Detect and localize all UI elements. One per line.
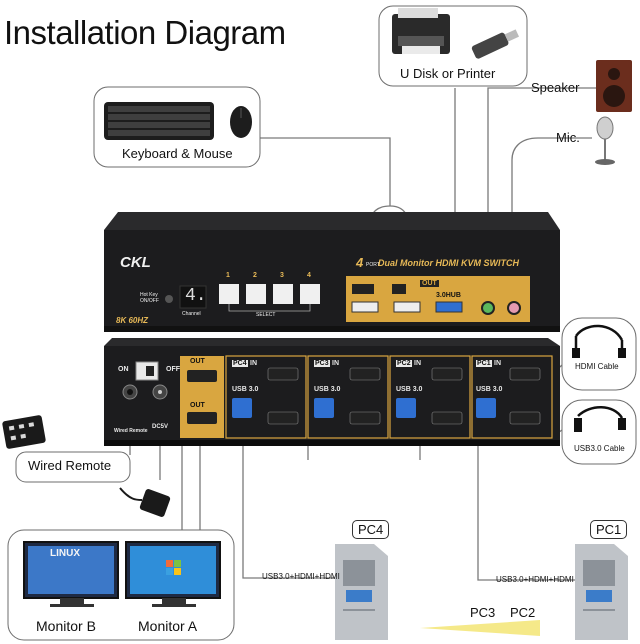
monitor-b-screen-text: LINUX: [50, 548, 80, 559]
wired-remote-label: Wired Remote: [28, 458, 112, 473]
monitor-a-label: Monitor A: [138, 618, 198, 634]
pc3-label: PC3: [470, 605, 496, 620]
usb-stick-icon: [471, 29, 520, 59]
keyboard-icon: [104, 102, 214, 140]
pc1-label: PC1: [590, 520, 628, 539]
group-pc3-in: IN: [332, 360, 339, 367]
group-pc4-usb: USB 3.0: [232, 386, 259, 393]
monitor-a-icon: [125, 541, 221, 607]
direction-arrow-icon: [420, 620, 540, 636]
printer-label: U Disk or Printer: [400, 66, 496, 81]
group-pc1-name: PC1: [476, 360, 492, 367]
group-pc4-name: PC4: [232, 360, 248, 367]
pc4-link-label: USB3.0+HDMI+HDMI: [262, 572, 340, 581]
speaker-cable: [487, 87, 596, 240]
select-2[interactable]: 2: [253, 272, 257, 279]
group-pc2-name: PC2: [396, 360, 412, 367]
pc2-label: PC2: [510, 605, 536, 620]
pc1-tower-icon: [575, 544, 628, 640]
mic-cable: [511, 137, 592, 240]
group-pc1-usb: USB 3.0: [476, 386, 503, 393]
pc4-link: [242, 440, 335, 579]
group-pc3-usb: USB 3.0: [314, 386, 341, 393]
pc1-link-label: USB3.0+HDMI+HDMI: [496, 575, 574, 584]
power-adapter-icon: [119, 487, 171, 517]
page-title: Installation Diagram: [4, 14, 286, 51]
dc-label: DC5V: [152, 424, 169, 430]
brand-logo: CKL: [120, 254, 151, 271]
wired-remote-port-label: Wired Remote: [114, 428, 148, 434]
pc1-link: [477, 440, 575, 581]
group-pc3-name: PC3: [314, 360, 330, 367]
keyboard-mouse-label: Keyboard & Mouse: [122, 146, 233, 161]
out-a-label: OUT: [190, 402, 205, 409]
group-pc2-in: IN: [414, 360, 421, 367]
mouse-icon: [230, 106, 252, 138]
select-1[interactable]: 1: [226, 272, 230, 279]
select-4[interactable]: 4: [307, 272, 311, 279]
pc4-label: PC4: [352, 520, 390, 539]
select-label: SELECT: [256, 312, 276, 318]
usb-cable-icon: [577, 406, 624, 419]
hdmi-cable-label: HDMI Cable: [575, 362, 619, 371]
group-pc1-in: IN: [494, 360, 501, 367]
cable-lines: [129, 87, 596, 581]
group-pc4-in: IN: [250, 360, 257, 367]
pc4-tower-icon: [335, 544, 388, 640]
mic-icon: [595, 116, 615, 165]
on-label: ON: [118, 366, 129, 373]
usb-cable-label: USB3.0 Cable: [574, 444, 625, 453]
group-pc2-usb: USB 3.0: [396, 386, 423, 393]
hub-label: 3.0HUB: [436, 292, 461, 299]
kvm-front-unit: [104, 212, 560, 332]
out-b-label: OUT: [190, 358, 205, 365]
wired-remote-icon: [2, 415, 46, 449]
keyboard-cable: [260, 137, 391, 206]
resolution-label: 8K 60HZ: [116, 316, 149, 325]
product-name: Dual Monitor HDMI KVM SWITCH: [378, 258, 519, 268]
out-label: OUT: [420, 280, 439, 287]
monitor-b-label: Monitor B: [36, 618, 96, 634]
port-label: PORT: [366, 262, 380, 268]
model-digit: 4: [356, 255, 364, 270]
speaker-label: Speaker: [531, 80, 580, 95]
monitor-b-icon: [23, 541, 119, 607]
channel-label: Channel: [182, 311, 201, 317]
printer-icon: [392, 8, 450, 54]
speaker-icon: [596, 60, 632, 112]
select-3[interactable]: 3: [280, 272, 284, 279]
channel-display: 4.: [185, 286, 207, 306]
mic-label: Mic.: [556, 130, 580, 145]
off-label: OFF: [166, 366, 180, 373]
hotkey-label: Hot Key ON/OFF: [140, 292, 159, 304]
